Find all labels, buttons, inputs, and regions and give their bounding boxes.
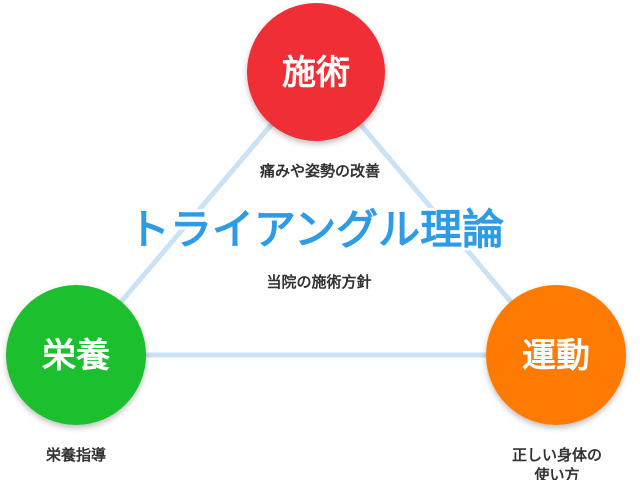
node-right-label: 運動: [522, 336, 590, 376]
node-top-circle: [247, 3, 385, 141]
node-right-caption-line2: 使い方: [533, 466, 579, 480]
node-left-label: 栄養: [42, 336, 110, 376]
node-left: [6, 285, 146, 425]
node-top-label: 施術: [282, 53, 350, 93]
node-right-circle: [486, 285, 626, 425]
node-right: [486, 285, 626, 425]
node-top: [247, 3, 385, 141]
node-left-circle: [6, 285, 146, 425]
node-right-caption-line1: 正しい身体の: [512, 446, 602, 464]
subtitle-bottom: 当院の施術方針: [266, 273, 371, 291]
main-title: トライアングル理論: [128, 205, 504, 254]
subtitle-top: 痛みや姿勢の改善: [259, 162, 380, 180]
node-left-caption: 栄養指導: [45, 446, 106, 464]
